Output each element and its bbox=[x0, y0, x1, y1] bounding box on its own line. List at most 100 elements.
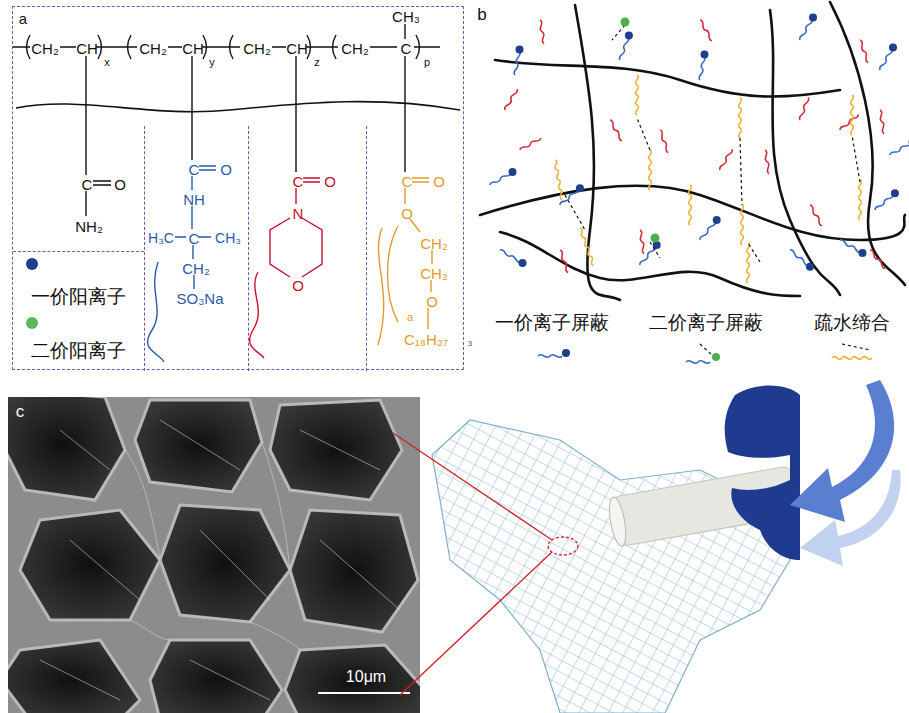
formula-text: N bbox=[293, 206, 304, 221]
side-chain bbox=[504, 88, 519, 110]
legend-text: 疏水缔合 bbox=[814, 313, 890, 332]
legend-text: 二价阳离子 bbox=[31, 341, 126, 360]
side-chain bbox=[489, 172, 511, 187]
formula-text: CH₂ bbox=[243, 41, 271, 56]
side-chain bbox=[499, 249, 521, 264]
formula-text: CH bbox=[182, 41, 204, 56]
side-chain bbox=[851, 95, 854, 135]
acmo-bonds bbox=[250, 178, 322, 358]
turn-arrow bbox=[790, 380, 894, 522]
side-chain bbox=[799, 97, 810, 121]
side-chain bbox=[699, 19, 714, 41]
formula-text: CH₂ bbox=[182, 261, 210, 276]
side-chain bbox=[747, 243, 750, 283]
side-chain bbox=[636, 75, 639, 115]
panel-letter: b bbox=[477, 6, 486, 23]
panel-letter: a bbox=[19, 11, 27, 26]
side-chain bbox=[789, 249, 809, 267]
polymer-network bbox=[480, 2, 905, 300]
monomer-box: CH₃CH₂CHxCH₂CHyCH₂CHzCH₂Cp bbox=[13, 7, 465, 126]
side-chain bbox=[699, 221, 717, 241]
monomer-box: CONHH₃CCCH₃CH₂SO₃Na bbox=[144, 126, 248, 371]
formula-text: C bbox=[402, 174, 413, 189]
formula-text: CH₂ bbox=[420, 266, 448, 281]
formula-text: O bbox=[401, 206, 413, 221]
cation-dot bbox=[891, 189, 899, 197]
monomer-box: CONH₂ bbox=[13, 126, 144, 252]
formula-text: SO₃Na bbox=[177, 291, 224, 306]
mesh-model bbox=[432, 420, 790, 713]
formula-text: H₃C bbox=[148, 231, 174, 245]
side-chain bbox=[869, 249, 887, 269]
backbone-bonds bbox=[13, 24, 460, 216]
association-dashes bbox=[565, 25, 860, 262]
side-chain bbox=[741, 205, 744, 245]
side-chain bbox=[859, 40, 870, 64]
formula-text: O bbox=[220, 162, 232, 177]
cation-dot bbox=[625, 32, 633, 40]
formula-text: O bbox=[324, 174, 336, 189]
leader-line bbox=[393, 433, 552, 695]
formula-text: O bbox=[433, 174, 445, 189]
formula-text: y bbox=[209, 57, 215, 68]
side-chain bbox=[519, 137, 541, 152]
panel-letter: c bbox=[16, 403, 25, 420]
side-chain bbox=[559, 250, 570, 274]
formula-text: CH bbox=[286, 41, 308, 56]
side-chain bbox=[699, 56, 706, 80]
formula-text: C₁₈H₃₇ bbox=[404, 332, 448, 347]
formula-text: C bbox=[401, 41, 412, 56]
cation-dot bbox=[809, 13, 817, 21]
formula-text: x bbox=[104, 57, 110, 68]
side-chain bbox=[859, 180, 862, 220]
scale-label: 10μm bbox=[346, 669, 386, 685]
amps-bonds bbox=[148, 166, 216, 362]
turn-arrow bbox=[800, 470, 901, 566]
side-chain bbox=[514, 51, 521, 75]
cation-dot bbox=[509, 168, 517, 176]
c18-bonds bbox=[378, 178, 432, 345]
side-chain bbox=[889, 142, 909, 157]
formula-text: CH bbox=[76, 41, 98, 56]
cation-dot bbox=[701, 50, 709, 58]
legend-swatch bbox=[26, 317, 38, 329]
side-chain bbox=[739, 98, 742, 138]
side-chain bbox=[659, 130, 670, 154]
cation-dot bbox=[859, 249, 867, 257]
legend-icons bbox=[538, 344, 872, 363]
zoom-ellipse bbox=[548, 537, 578, 555]
footnote-mark: 3 bbox=[468, 340, 472, 348]
side-chain bbox=[839, 113, 859, 131]
side-chain bbox=[559, 188, 579, 206]
formula-text: O bbox=[292, 278, 304, 293]
divalent-dots bbox=[621, 18, 660, 243]
cation-dot bbox=[519, 259, 527, 267]
formula-text: CH₂ bbox=[420, 236, 448, 251]
side-chain bbox=[839, 239, 861, 254]
cation-dot bbox=[713, 216, 721, 224]
formula-text: O bbox=[114, 177, 126, 192]
legend-swatch bbox=[26, 258, 38, 270]
formula-text: NH₂ bbox=[75, 219, 103, 234]
formula-text: p bbox=[424, 57, 430, 68]
formula-text: CH₂ bbox=[31, 41, 59, 56]
side-chain bbox=[579, 228, 595, 267]
formula-text: CH₃ bbox=[392, 9, 420, 24]
sem-image bbox=[8, 397, 420, 713]
formula-text: z bbox=[314, 57, 320, 68]
side-chain bbox=[879, 48, 894, 70]
side-chain bbox=[554, 160, 564, 200]
gloved-hand bbox=[725, 386, 800, 560]
side-chain bbox=[809, 204, 824, 226]
monomer-box: COOCH₂CH₂OaC₁₈H₃₇ bbox=[366, 126, 465, 371]
side-chain bbox=[874, 193, 894, 211]
formula-text: O bbox=[426, 294, 438, 309]
formula-text: NH bbox=[183, 192, 205, 207]
side-chain bbox=[879, 110, 886, 134]
formula-text: CH₃ bbox=[215, 231, 241, 245]
legend-text: 二价离子屏蔽 bbox=[649, 313, 763, 332]
monomer-box: C O N O bbox=[248, 126, 366, 371]
cation-dot bbox=[889, 43, 897, 51]
side-chain bbox=[689, 185, 692, 225]
formula-text: C bbox=[293, 174, 304, 189]
